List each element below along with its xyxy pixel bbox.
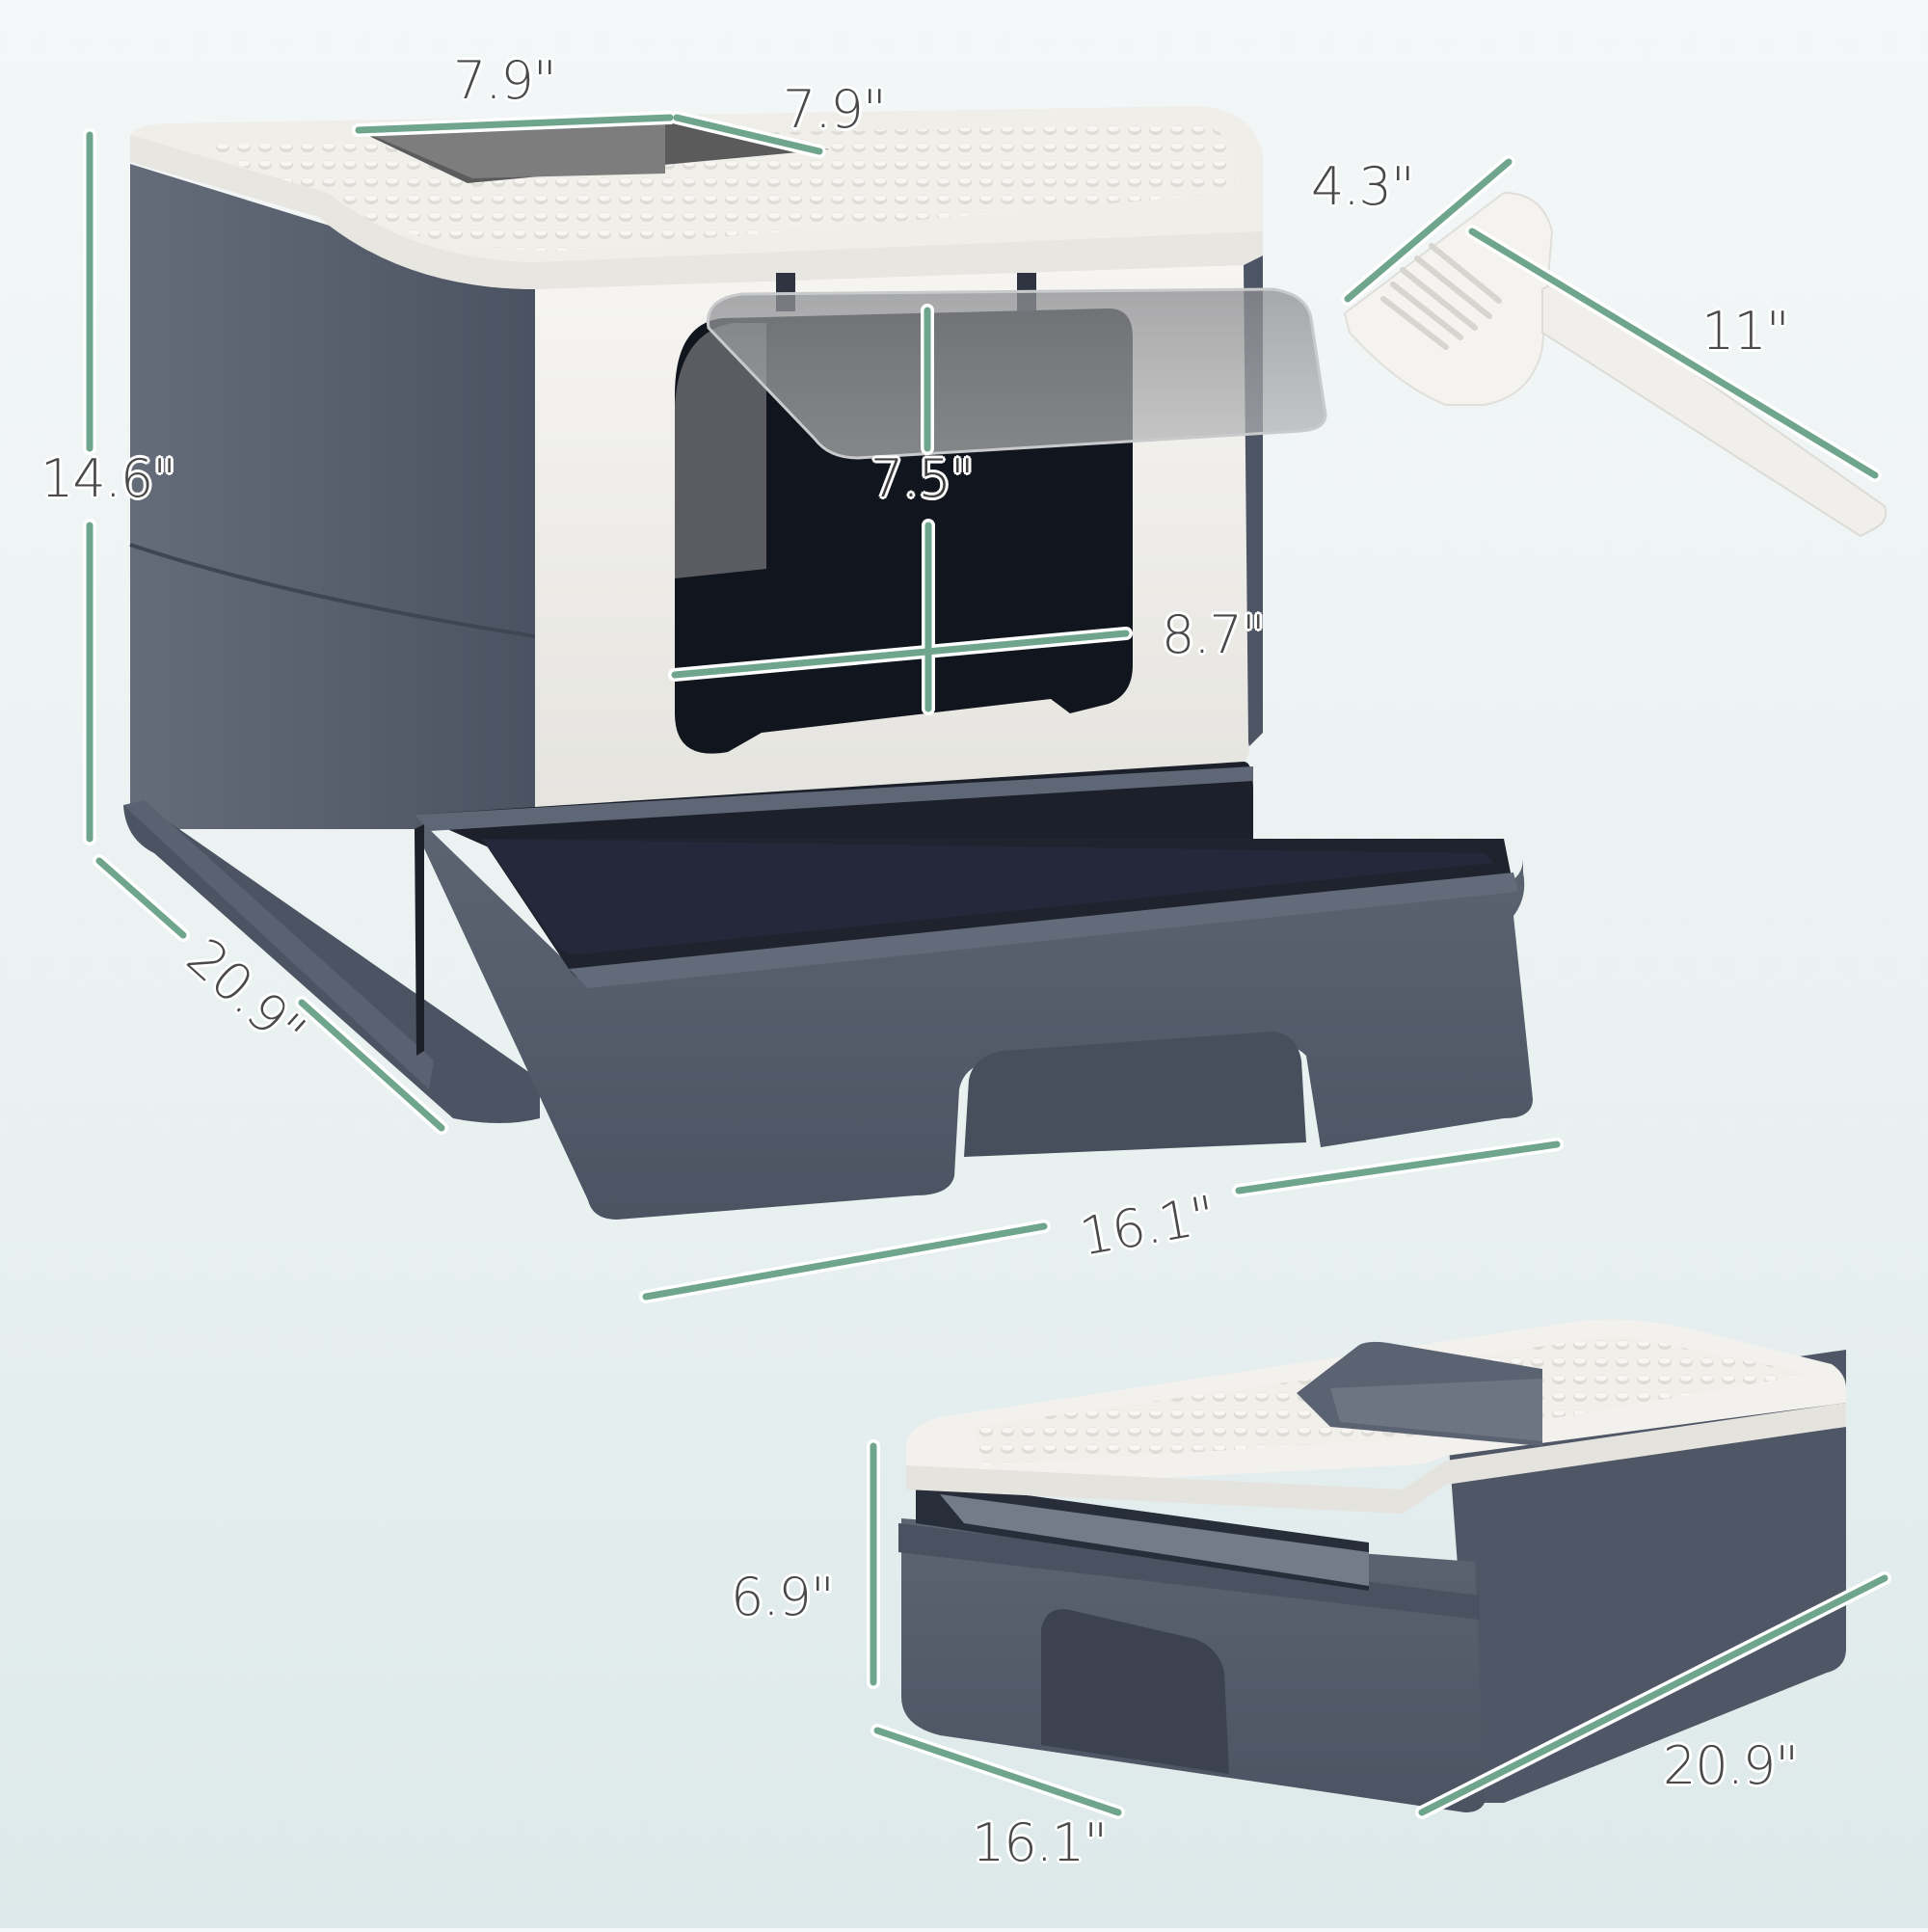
label-total-height: 14.6" — [40, 448, 176, 509]
scoop-handle — [1541, 278, 1888, 538]
folded-drawer-handle[interactable] — [1041, 1609, 1229, 1774]
dim-line-top-opening-width — [355, 114, 674, 134]
dim-line-folded-width — [873, 1727, 1122, 1816]
dim-line-depth-upper — [95, 857, 187, 939]
label-folded-height: 6.9" — [731, 1567, 835, 1627]
dim-line-folded-depth — [1418, 1574, 1888, 1816]
dim-line-door-width — [671, 630, 1130, 679]
label-door-height: 7.5" — [870, 448, 975, 509]
label-folded-width: 16.1" — [972, 1812, 1108, 1873]
label-top-opening-depth: 7.9" — [783, 79, 887, 140]
folded-litter-box — [898, 1319, 1846, 1812]
dim-line-top-opening-depth — [673, 114, 823, 155]
dim-line-width-left — [642, 1222, 1048, 1301]
dim-line-width-right — [1235, 1140, 1561, 1194]
label-scoop-width: 4.3" — [1311, 156, 1415, 217]
main-litter-box — [123, 106, 1533, 1220]
flip-door-flap[interactable] — [706, 287, 1327, 460]
dimension-lines — [83, 111, 1891, 1819]
dim-line-scoop-length — [1468, 228, 1879, 479]
dim-line-depth-lower — [298, 999, 445, 1132]
label-scoop-length: 11" — [1701, 301, 1790, 362]
drawer-handle[interactable] — [964, 1032, 1306, 1157]
label-top-opening-width: 7.9" — [453, 50, 557, 111]
label-folded-depth: 20.9" — [1663, 1735, 1799, 1796]
scoop-slots — [1380, 243, 1502, 350]
scoop-head — [1343, 191, 1554, 406]
pull-out-drawer[interactable] — [424, 824, 1533, 1220]
label-door-width: 8.7" — [1162, 604, 1266, 665]
side-panel — [130, 164, 535, 829]
litter-scoop — [1343, 191, 1888, 538]
dim-line-scoop-width — [1344, 158, 1513, 303]
